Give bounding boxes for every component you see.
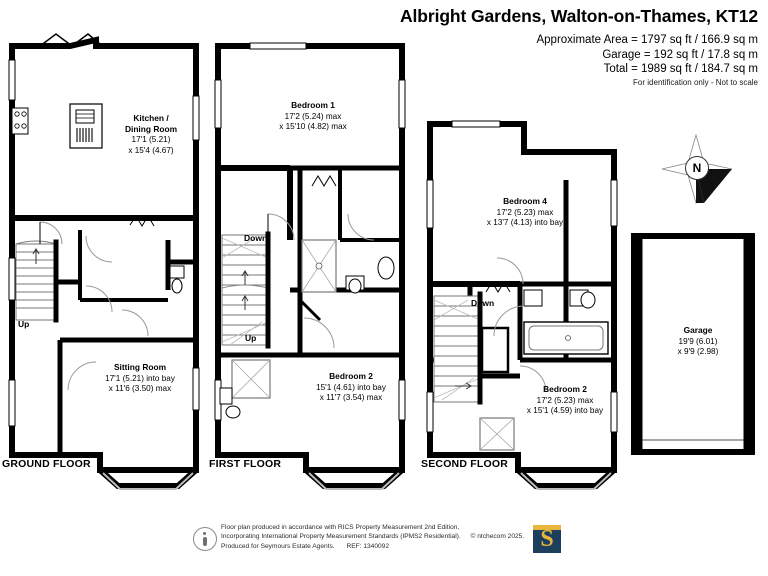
- agent-logo-letter: S: [540, 526, 554, 552]
- floor-label-second: SECOND FLOOR: [421, 458, 508, 470]
- room-dim-1: 19'9 (6.01): [678, 336, 718, 346]
- area-summary: Approximate Area = 1797 sq ft / 166.9 sq…: [536, 33, 758, 77]
- room-dim-2: x 9'9 (2.98): [677, 347, 719, 356]
- room-label-kitchen-dining: Kitchen / Dining Room 17'1 (5.21) x 15'4…: [105, 113, 197, 156]
- footer-line-2-wrap: Incorporating International Property Mea…: [221, 532, 551, 541]
- footer: Floor plan produced in accordance with R…: [193, 523, 593, 565]
- room-name: Sitting Room: [113, 362, 167, 372]
- room-label-bedroom-1: Bedroom 1 17'2 (5.24) max x 15'10 (4.82)…: [248, 100, 378, 133]
- room-name: Kitchen /: [133, 113, 169, 123]
- room-label-garage: Garage 19'9 (6.01) x 9'9 (2.98): [650, 325, 746, 358]
- scale-notice: For identification only - Not to scale: [633, 78, 758, 87]
- room-name: Bedroom 1: [291, 100, 335, 110]
- floor-label-first: FIRST FLOOR: [209, 458, 282, 470]
- room-label-bedroom-2-first: Bedroom 2 15'1 (4.61) into bay x 11'7 (3…: [288, 371, 414, 404]
- page-title: Albright Gardens, Walton-on-Thames, KT12: [399, 6, 758, 26]
- room-dim-2: x 13'7 (4.13) into bay: [486, 218, 564, 227]
- stair-label-second-down: Down: [471, 298, 495, 308]
- room-dim-1: 17'2 (5.23) max: [496, 207, 554, 217]
- room-name-2: Dining Room: [124, 123, 178, 134]
- footer-line-3-wrap: Produced for Seymours Estate Agents. REF…: [221, 542, 551, 551]
- footer-text: Floor plan produced in accordance with R…: [221, 523, 551, 551]
- footer-copyright: © ntchecom 2025.: [470, 533, 525, 541]
- room-dim-1: 17'1 (5.21) into bay: [105, 373, 175, 383]
- room-dim-2: x 11'7 (3.54) max: [319, 393, 383, 402]
- area-total: Total = 1989 sq ft / 184.7 sq m: [603, 63, 758, 76]
- room-dim-2: x 15'10 (4.82) max: [279, 122, 347, 131]
- area-approximate: Approximate Area = 1797 sq ft / 166.9 sq…: [536, 34, 758, 46]
- room-dim-1: 17'2 (5.24) max: [284, 111, 342, 121]
- room-dim-1: 15'1 (4.61) into bay: [316, 382, 386, 392]
- area-garage: Garage = 192 sq ft / 17.8 sq m: [602, 48, 758, 61]
- room-dim-2: x 15'1 (4.59) into bay: [526, 406, 604, 415]
- floor-label-ground: GROUND FLOOR: [2, 458, 91, 470]
- footer-line-3: Produced for Seymours Estate Agents.: [221, 542, 335, 550]
- stair-label-first-down: Down: [244, 233, 268, 243]
- footer-line-2: Incorporating International Property Mea…: [221, 533, 461, 541]
- room-label-bedroom-4: Bedroom 4 17'2 (5.23) max x 13'7 (4.13) …: [455, 196, 595, 229]
- room-label-sitting-room: Sitting Room 17'1 (5.21) into bay x 11'6…: [70, 362, 210, 395]
- footer-line-1: Floor plan produced in accordance with R…: [221, 524, 460, 531]
- room-dim-2: x 11'6 (3.50) max: [108, 384, 172, 393]
- room-name: Bedroom 2: [543, 384, 587, 394]
- room-name: Garage: [683, 325, 713, 335]
- stair-label-first-up: Up: [245, 333, 257, 343]
- room-label-bedroom-2-second: Bedroom 2 17'2 (5.23) max x 15'1 (4.59) …: [492, 384, 638, 417]
- room-dim-1: 17'1 (5.21): [131, 135, 171, 144]
- room-name: Bedroom 2: [329, 371, 373, 381]
- info-icon: [193, 527, 217, 551]
- agent-logo-stripe: [533, 525, 561, 530]
- room-dim-1: 17'2 (5.23) max: [536, 395, 594, 405]
- room-dim-2: x 15'4 (4.67): [128, 145, 174, 155]
- room-name: Bedroom 4: [503, 196, 547, 206]
- footer-ref: REF: 1340092: [346, 542, 389, 550]
- stair-label-ground-up: Up: [18, 319, 30, 329]
- compass-icon: N: [660, 133, 740, 211]
- compass-north-label: N: [685, 156, 709, 180]
